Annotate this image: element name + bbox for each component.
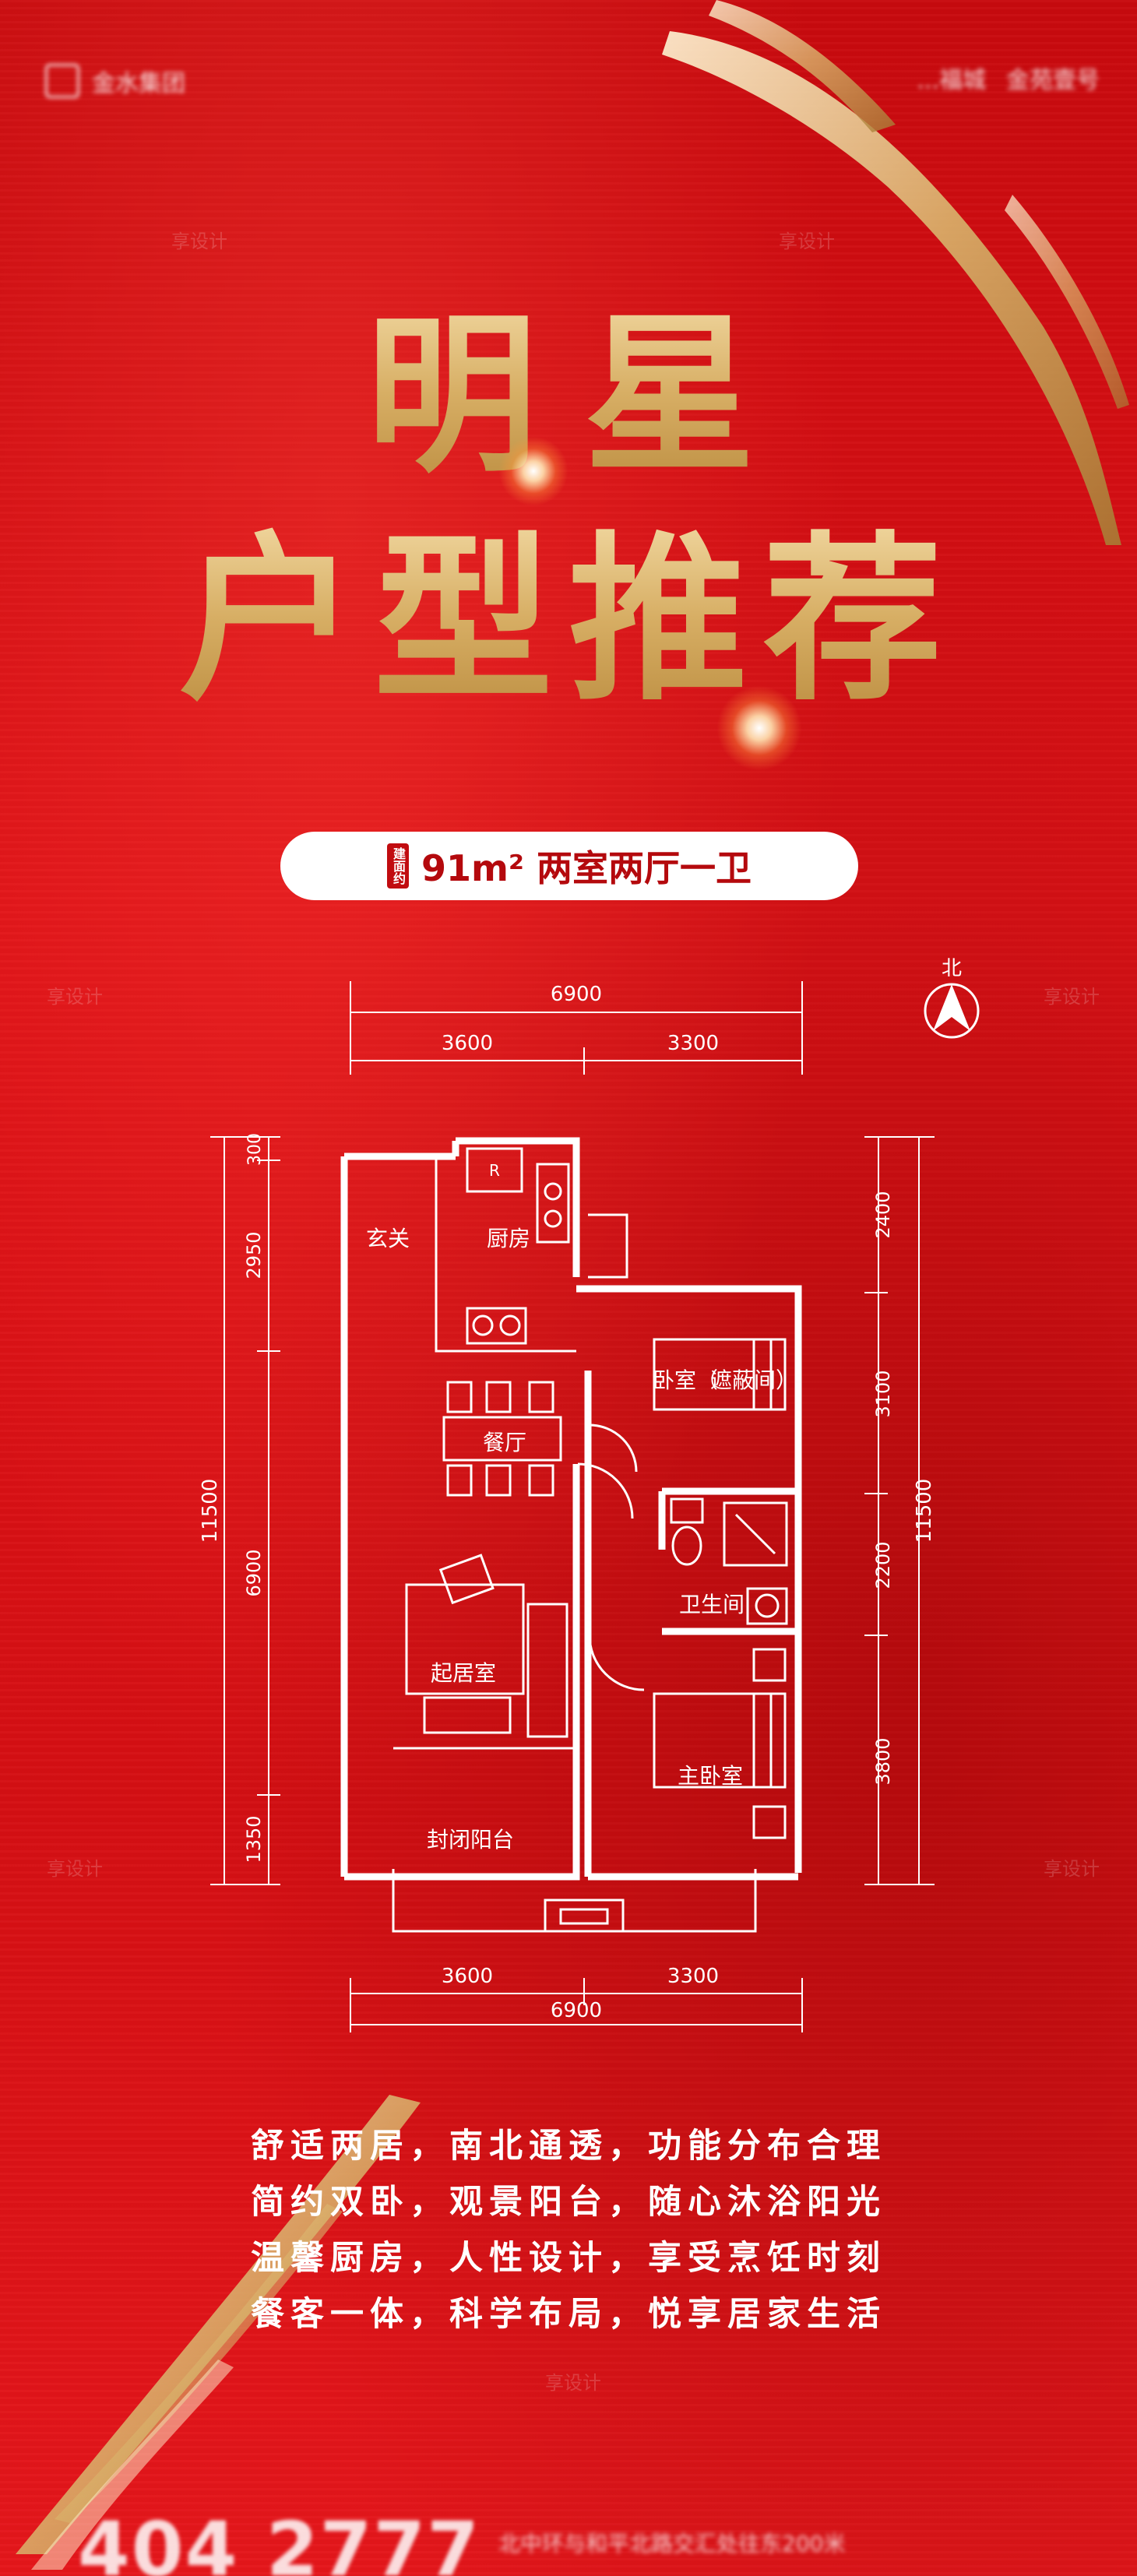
room-label-kitchen: 厨房 [487,1226,530,1251]
project-address: 北中环与和平北路交汇处往东200米 [498,2531,846,2557]
dim-left-seg: 6900 [243,1549,265,1596]
room-label-master: 主卧室 [678,1763,743,1789]
dim-right-total: 11500 [913,1479,936,1543]
watermark: 享设计 [171,231,227,252]
brand-logo: 金水集团 [45,64,185,98]
brand-logo-text: 金水集团 [92,70,185,97]
room-label-dining: 餐厅 [483,1430,526,1455]
spec-pill: 建面约 91m² 两室两厅一卫 [280,832,858,900]
living-furniture [405,1462,634,1738]
sparkle-icon [498,436,568,506]
dim-right-seg: 3100 [872,1370,894,1417]
spec-tag: 建面约 [386,843,409,889]
dining-table [442,1381,562,1497]
room-label-entry: 玄关 [366,1226,410,1251]
room-label-balcony: 封闭阳台 [427,1827,514,1853]
partner-logos: ...福城 金苑壹号 [917,61,1100,95]
fridge-label: R [489,1161,500,1180]
watermark: 享设计 [47,1858,103,1880]
bedroom-furniture [588,1338,787,1839]
dim-top-right: 3300 [667,1032,719,1055]
brand-logo-icon [45,64,79,98]
watermark: 享设计 [779,231,835,252]
kitchen-fixtures: R [466,1147,570,1345]
feature-line: 舒适两居，南北通透，功能分布合理 [251,2127,886,2166]
partner-logo: ...福城 [917,67,986,94]
dim-top-total: 6900 [551,983,602,1006]
gold-brush-stroke-top [662,0,1129,545]
feature-line: 餐客一体，科学布局，悦享居家生活 [251,2295,886,2334]
headline-line-2: 户型推荐 [0,475,1137,734]
dim-right-seg: 2400 [872,1191,894,1238]
room-label-bedroom-note: 遮蔽间） [710,1367,797,1393]
partner-logo: 金苑壹号 [1006,67,1100,94]
room-label-bedroom: 卧室（ [653,1367,718,1393]
spec-text: 91m² 两室两厅一卫 [421,847,752,889]
dim-bottom-left: 3600 [442,1965,493,1988]
watermark: 享设计 [545,2372,601,2394]
dim-bottom-total: 6900 [551,1999,602,2022]
floor-plan: 北 6900 3600 3300 11500 300 2950 6900 135… [199,957,980,2032]
sparkle-icon [716,685,802,771]
dim-top-left: 3600 [442,1032,493,1055]
contact-phone[interactable]: 404 2777 [78,2506,480,2576]
dim-left-total: 11500 [199,1479,222,1543]
left-dimension-lines [210,1136,280,1885]
feature-line: 温馨厨房，人性设计，享受烹饪时刻 [251,2239,886,2278]
dim-left-seg: 300 [245,1133,265,1166]
feature-list: 舒适两居，南北通透，功能分布合理 简约双卧，观景阳台，随心沐浴阳光 温馨厨房，人… [0,2118,1137,2342]
north-compass-icon: 北 [924,957,980,1039]
feature-line: 简约双卧，观景阳台，随心沐浴阳光 [251,2183,886,2222]
watermark: 享设计 [1044,1858,1100,1880]
headline-line-1: 明星 [0,257,1137,505]
room-label-bathroom: 卫生间 [679,1592,745,1617]
watermark: 享设计 [1044,986,1100,1008]
dim-bottom-right: 3300 [667,1965,719,1988]
watermark: 享设计 [47,986,103,1008]
right-dimension-lines [864,1136,935,1885]
dim-right-seg: 2200 [872,1541,894,1589]
thin-walls [392,1156,757,1933]
dim-left-seg: 2950 [243,1231,265,1279]
dim-right-seg: 3800 [872,1737,894,1785]
room-label-living: 起居室 [431,1660,496,1686]
dim-left-seg: 1350 [243,1815,265,1863]
gold-brush-stroke-bottom [16,2095,421,2570]
top-dimension-lines [350,981,803,1075]
compass-label: 北 [942,957,962,980]
bathroom-fixtures [670,1497,788,1625]
bottom-dimension-lines [350,1978,803,2032]
